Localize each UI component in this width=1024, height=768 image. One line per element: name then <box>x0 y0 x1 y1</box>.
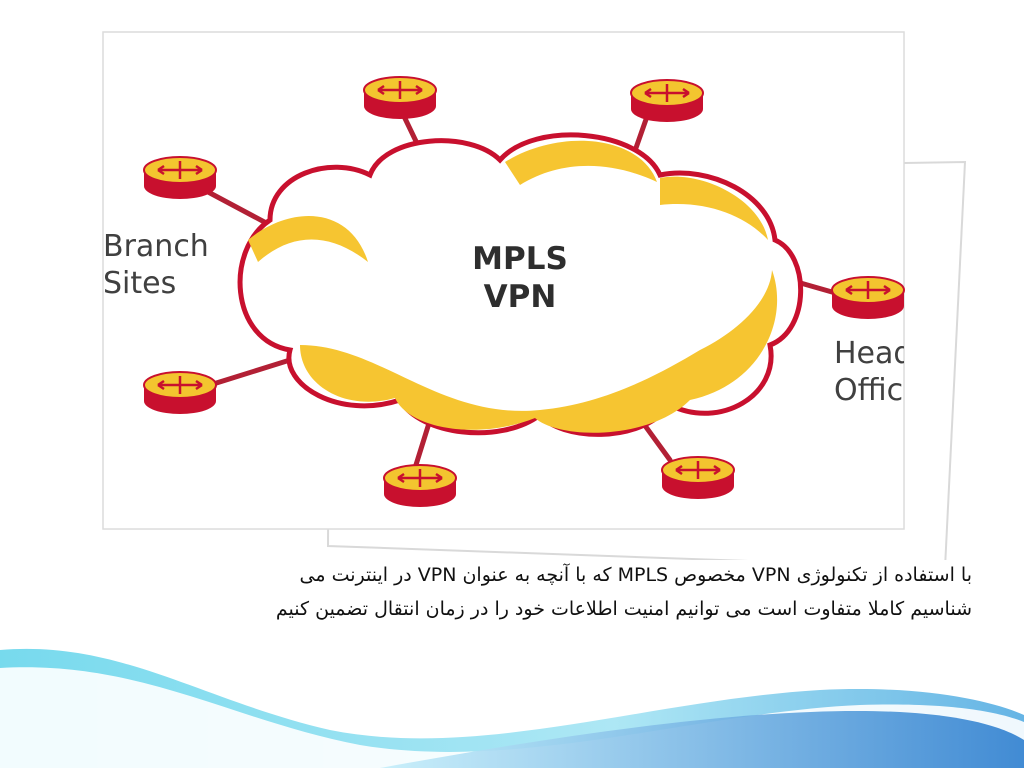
slide-body-text: با استفاده از تکنولوژی VPN مخصوص MPLS که… <box>60 558 972 626</box>
cloud-label: MPLS VPN <box>440 240 600 316</box>
network-diagram-picture <box>102 31 967 560</box>
head-label-line2: Office <box>834 373 904 408</box>
diagram-content <box>143 76 905 507</box>
router-icon <box>831 276 905 319</box>
cloud-band-bottom <box>300 270 778 433</box>
router-icon <box>630 79 704 122</box>
cloud-label-line2: VPN <box>483 279 557 315</box>
router-icon <box>661 456 735 499</box>
body-text-line2: شناسیم کاملا متفاوت است می توانیم امنیت … <box>275 598 972 620</box>
cloud-band-right <box>660 176 768 240</box>
router-icon <box>143 371 217 414</box>
cloud-band-left <box>248 216 368 262</box>
routers <box>143 76 905 507</box>
cloud-band-top <box>505 140 657 185</box>
router-icon <box>383 464 457 507</box>
router-icon <box>143 156 217 199</box>
branch-label-line1: Branch <box>103 229 209 264</box>
branch-sites-label: Branch Sites <box>103 228 213 302</box>
wave-dark <box>380 710 1024 768</box>
cloud-outline <box>237 132 804 437</box>
router-icon <box>363 76 437 119</box>
head-label-line1: Head <box>834 336 904 371</box>
branch-label-line2: Sites <box>103 266 177 301</box>
body-text-line1: با استفاده از تکنولوژی VPN مخصوص MPLS که… <box>299 564 972 586</box>
cloud-label-line1: MPLS <box>472 241 568 277</box>
head-office-label: Head Office <box>834 335 904 409</box>
